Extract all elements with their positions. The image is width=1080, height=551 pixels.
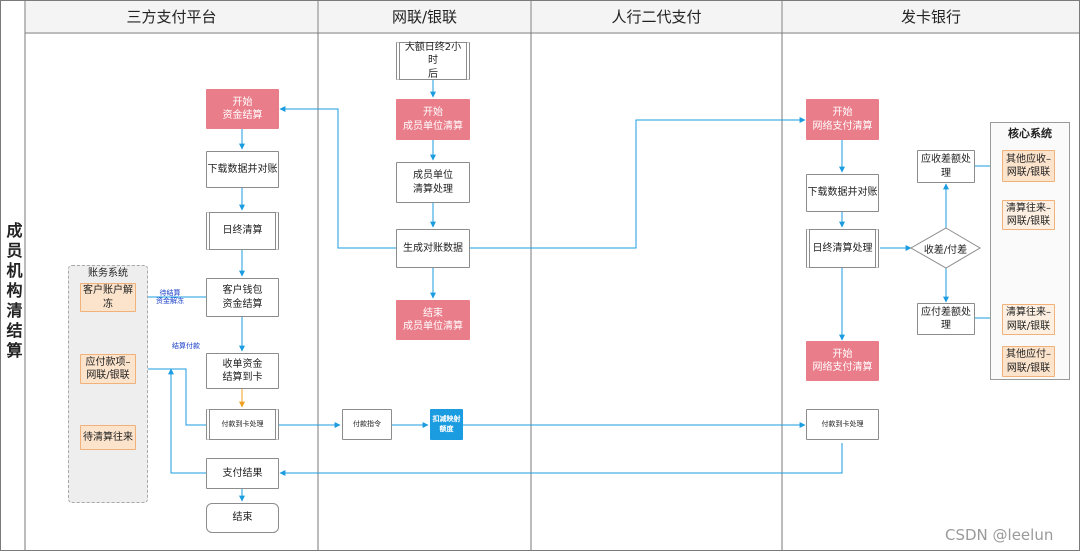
tp-merchant-to-card-node: 收单资金 结算到卡 [206, 353, 279, 389]
cs-other-payable-node: 其他应付– 网联/银联 [1002, 346, 1055, 377]
watermark: CSDN @leelun [945, 526, 1054, 544]
arrow-gen-to-tp-start [279, 106, 396, 249]
tp-start-settlement-node: 开始 资金结算 [206, 89, 279, 129]
edge-label-pending-unfreeze: 待结算 资金解冻 [156, 289, 184, 306]
tp-payment-result-node: 支付结果 [206, 458, 279, 489]
side-title: 成员机构清结算 [3, 222, 23, 362]
up-deduct-quota-node: 扣减映射 额度 [430, 409, 463, 440]
acc-pending-node: 待清算往来 [80, 425, 136, 450]
tp-end-node: 结束 [206, 503, 279, 533]
up-gen-recon-node: 生成对账数据 [396, 229, 470, 268]
acc-unfreeze-node: 客户账户解 冻 [80, 283, 136, 312]
cs-other-receivable-node: 其他应收– 网联/银联 [1002, 150, 1055, 182]
ib-start-network-clearing-2-node: 开始 网络支付清算 [806, 341, 879, 381]
ib-payable-diff-node: 应付差额处理 [917, 303, 975, 335]
arrow-issuer-paycard-to-result [279, 443, 843, 476]
ib-download-reconcile-node: 下载数据并对账 [806, 174, 879, 212]
tp-daily-clearing-node: 日终清算 [206, 212, 279, 250]
tp-wallet-settlement-node: 客户钱包 资金结算 [206, 278, 279, 317]
up-start-member-clearing-node: 开始 成员单位清算 [396, 99, 470, 140]
blue-flow-arrows [136, 80, 1001, 502]
lane-header-third-party: 三方支付平台 [26, 1, 317, 32]
ib-pay-to-card-node: 付款到卡处理 [806, 409, 879, 440]
core-system-title: 核心系统 [1008, 127, 1052, 140]
arrow-paycard-to-payable [136, 366, 206, 426]
acc-payable-node: 应付款项– 网联/银联 [80, 354, 136, 384]
arrow-gen-to-issuer-start [470, 117, 806, 249]
up-end-member-clearing-node: 结束 成员单位清算 [396, 300, 470, 340]
up-payment-instruction-node: 付款指令 [342, 409, 392, 440]
accounting-system-title: 账务系统 [88, 268, 128, 279]
tp-download-reconcile-node: 下载数据并对账 [206, 151, 279, 188]
decision-diamond-shape [909, 227, 981, 269]
lane-header-unionpay: 网联/银联 [319, 1, 530, 32]
lane-header-issuer: 发卡银行 [783, 1, 1079, 32]
tp-pay-to-card-node: 付款到卡处理 [206, 409, 279, 440]
up-after-eod-node: 大额日终2小时 后 [396, 42, 470, 80]
ib-receivable-diff-node: 应收差额处理 [917, 150, 975, 183]
cs-clearing-2-node: 清算往来– 网联/银联 [1002, 304, 1055, 335]
edge-label-settlement-payment: 结算付款 [172, 342, 200, 350]
lane-header-pboc: 人行二代支付 [532, 1, 781, 32]
ib-receive-pay-diff-decision: 收差/付差 [923, 244, 968, 256]
cs-clearing-1-node: 清算往来– 网联/银联 [1002, 200, 1055, 230]
ib-eod-clearing-node: 日终清算处理 [806, 229, 879, 268]
arrow-result-to-payable [168, 368, 206, 474]
up-member-clearing-proc-node: 成员单位 清算处理 [396, 162, 470, 203]
ib-start-network-clearing-node: 开始 网络支付清算 [806, 99, 879, 140]
